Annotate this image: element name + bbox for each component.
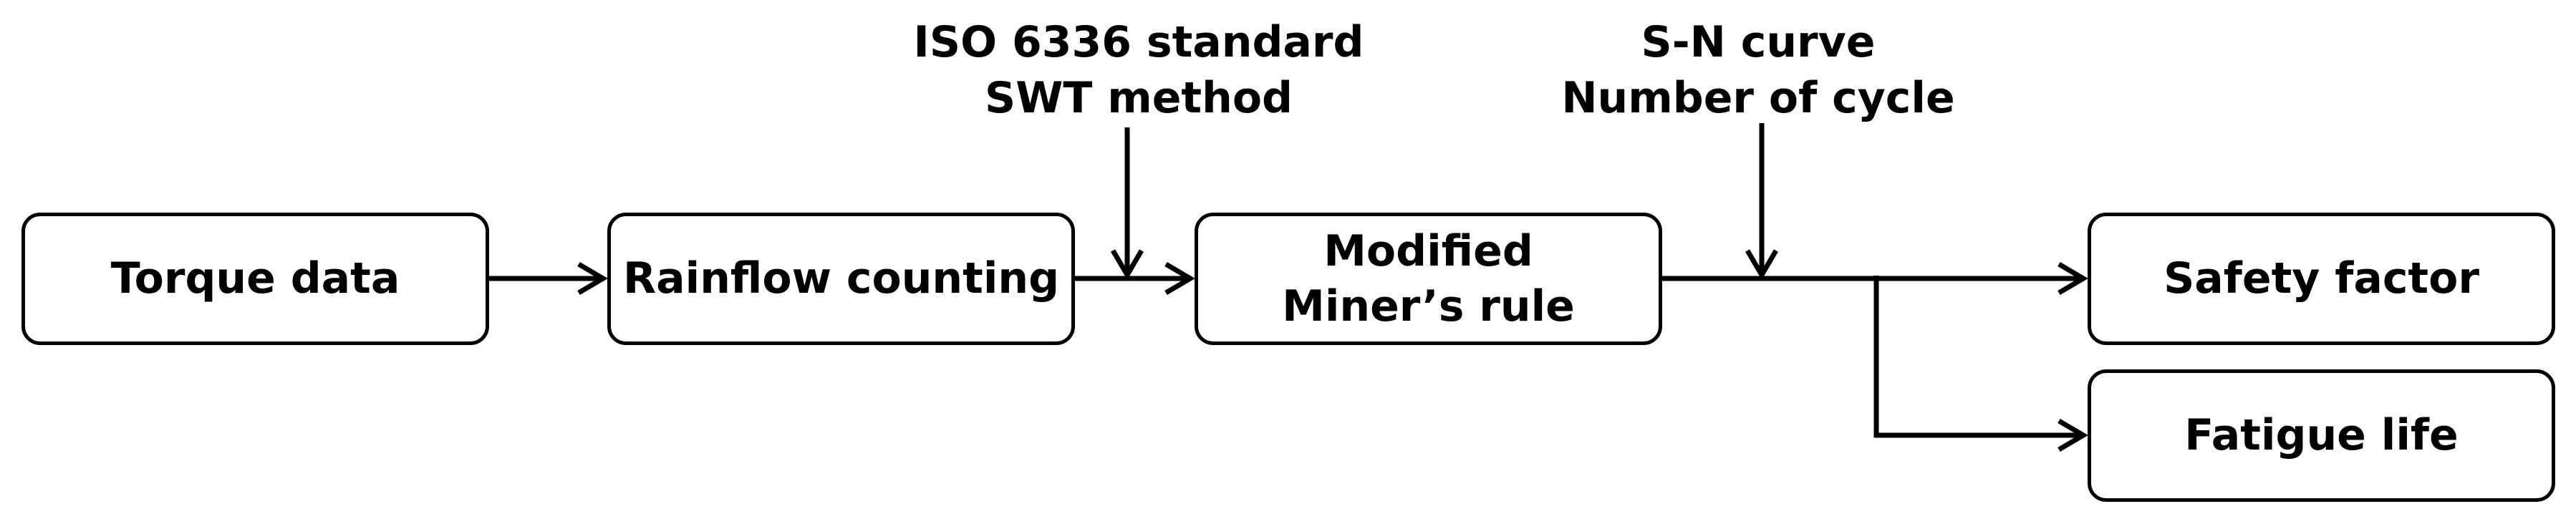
arrowhead-to-safety-factor: [2058, 261, 2088, 296]
iso-annotation-line2: SWT method: [985, 73, 1293, 123]
safety-factor-label: Safety factor: [2163, 253, 2479, 304]
arrowhead-iso-input: [1110, 249, 1144, 280]
sn-annotation-line1: S-N curve: [1641, 17, 1876, 67]
rainflow-counting-box: Rainflow counting: [607, 213, 1075, 345]
modified-miner-rule-box: Modified Miner’s rule: [1195, 213, 1662, 345]
sn-curve-annotation: S-N curve Number of cycle: [1529, 14, 1987, 126]
arrowhead-torque-to-rainflow: [577, 261, 608, 296]
arrowhead-rainflow-to-miner: [1164, 261, 1195, 296]
modified-miner-label-line2: Miner’s rule: [1282, 281, 1575, 331]
torque-data-box: Torque data: [21, 213, 489, 345]
fatigue-life-box: Fatigue life: [2088, 369, 2555, 502]
arrowhead-sn-input: [1745, 249, 1779, 280]
arrowhead-to-fatigue-life: [2058, 418, 2088, 452]
iso-annotation-line1: ISO 6336 standard: [913, 17, 1364, 67]
modified-miner-label-line1: Modified: [1323, 225, 1533, 276]
torque-data-label: Torque data: [110, 253, 400, 304]
rainflow-counting-label: Rainflow counting: [622, 253, 1060, 304]
fatigue-life-label: Fatigue life: [2184, 410, 2459, 461]
safety-factor-box: Safety factor: [2088, 213, 2555, 345]
arrow-to-fatigue-life: [1873, 276, 2083, 438]
sn-annotation-line2: Number of cycle: [1561, 73, 1955, 123]
iso-swt-annotation: ISO 6336 standard SWT method: [910, 14, 1368, 126]
